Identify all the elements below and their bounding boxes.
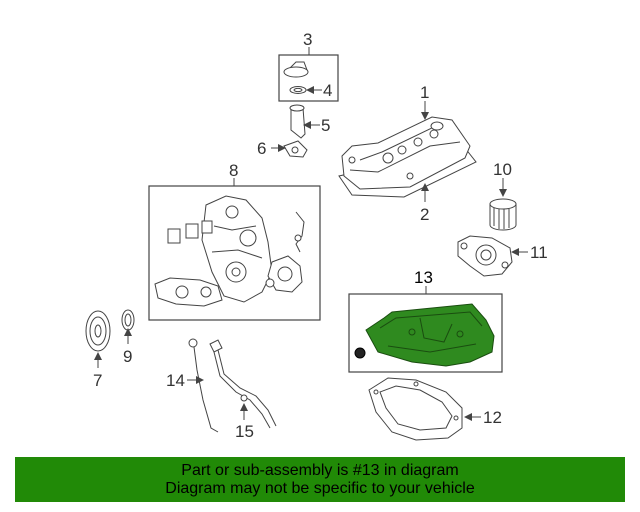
part-lower-oil-pan [368,377,481,441]
callout-12: 12 [483,408,502,427]
callout-14: 14 [166,371,185,390]
part-timing-cover [148,178,321,321]
callout-7: 7 [93,371,102,390]
part-crank-seal [121,309,135,344]
part-valve-cover [338,101,477,202]
part-crank-pulley [85,310,111,368]
callout-8: 8 [229,161,238,180]
callout-3: 3 [303,30,312,49]
callout-9: 9 [123,347,132,366]
notice-line-2: Diagram may not be specific to your vehi… [165,479,475,497]
callout-5: 5 [321,116,330,135]
callout-11: 11 [530,243,548,262]
callout-2: 2 [420,205,429,224]
part-oil-pan-13 [348,286,503,373]
callout-4: 4 [323,81,332,100]
part-dipstick [187,338,219,433]
part-filler-gasket [271,140,308,158]
part-filter-bracket [457,235,528,277]
callout-1: 1 [420,83,429,102]
part-oil-filler-cap [278,47,339,102]
callout-6: 6 [257,139,266,158]
callout-13: 13 [414,268,433,287]
part-oil-filter [489,178,517,231]
notice-line-1: Part or sub-assembly is #13 in diagram [181,461,459,479]
part-oil-filler-pipe [289,104,320,139]
callout-15: 15 [235,422,254,441]
callout-10: 10 [493,160,512,179]
notice-banner: Part or sub-assembly is #13 in diagram D… [15,457,625,502]
part-dipstick-guide [209,339,277,429]
